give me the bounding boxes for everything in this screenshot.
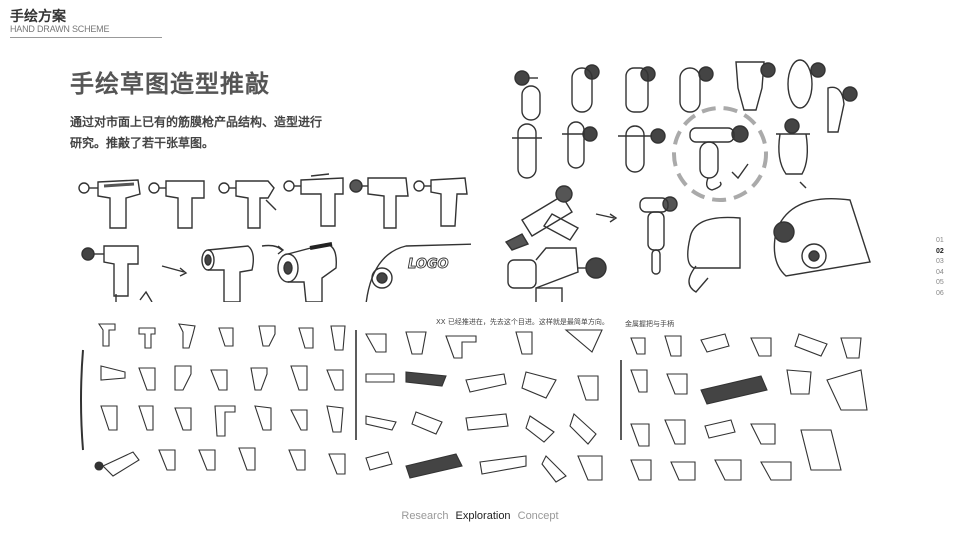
page-index-item[interactable]: 03 (936, 258, 944, 265)
page-title: 手绘草图造型推敲 (70, 70, 270, 98)
sketch-variants-row3 (504, 185, 871, 293)
sketch-panel-sheet-3: 金属握把与手柄 (617, 310, 869, 490)
sketch-row-top (78, 173, 468, 229)
sketch-sheet-1-drawing (80, 323, 346, 477)
page-index-item[interactable]: 06 (936, 289, 944, 297)
page-index-item[interactable]: 04 (936, 268, 944, 276)
sketch-variants-bottom (507, 247, 607, 302)
sketch-variants-row1 (514, 59, 858, 133)
page-index-item[interactable]: 01 (936, 237, 944, 244)
footer-nav-exploration[interactable]: Exploration (455, 510, 511, 522)
section-title-en: HAND DRAWN SCHEME (10, 24, 110, 34)
sketch-sheet-3-drawing: 金属握把与手柄 (620, 319, 868, 481)
sketch-profiles-drawing: LOGO (78, 173, 471, 302)
sketch-panel-sheet-2: XX 已经推进在，先去这个目进。这样就是最简单方向。 (352, 310, 610, 490)
footer-nav-concept[interactable]: Concept (517, 510, 559, 522)
sketch-panel-sheet-1 (79, 310, 349, 490)
svg-text:LOGO: LOGO (408, 257, 449, 272)
page-index-item[interactable]: 05 (936, 279, 944, 286)
page-index-item-active[interactable]: 02 (936, 247, 944, 255)
section-title-zh: 手绘方案 (10, 9, 66, 25)
sheet-3-note: 金属握把与手柄 (625, 319, 674, 328)
footer-nav-research[interactable]: Research (401, 510, 449, 522)
sketch-variants-drawing (504, 59, 871, 302)
page-description: 通过对市面上已有的筋膜枪产品结构、造型进行研究。推敲了若干张草图。 (70, 115, 323, 150)
footer-nav: Research Exploration Concept (0, 510, 960, 522)
sketch-row-bottom: LOGO (81, 242, 471, 302)
highlight-circle (672, 106, 768, 202)
page-index-nav: 01 02 03 04 05 06 (936, 236, 952, 299)
sketch-sheet-2-drawing: XX 已经推进在，先去这个目进。这样就是最简单方向。 (355, 317, 609, 483)
sketch-panel-profiles: LOGO (76, 168, 471, 302)
header-divider (10, 37, 162, 38)
sketch-variants-row2 (512, 106, 810, 202)
sketch-panel-variants (500, 54, 872, 302)
sheet-2-note: XX 已经推进在，先去这个目进。这样就是最简单方向。 (436, 317, 609, 326)
